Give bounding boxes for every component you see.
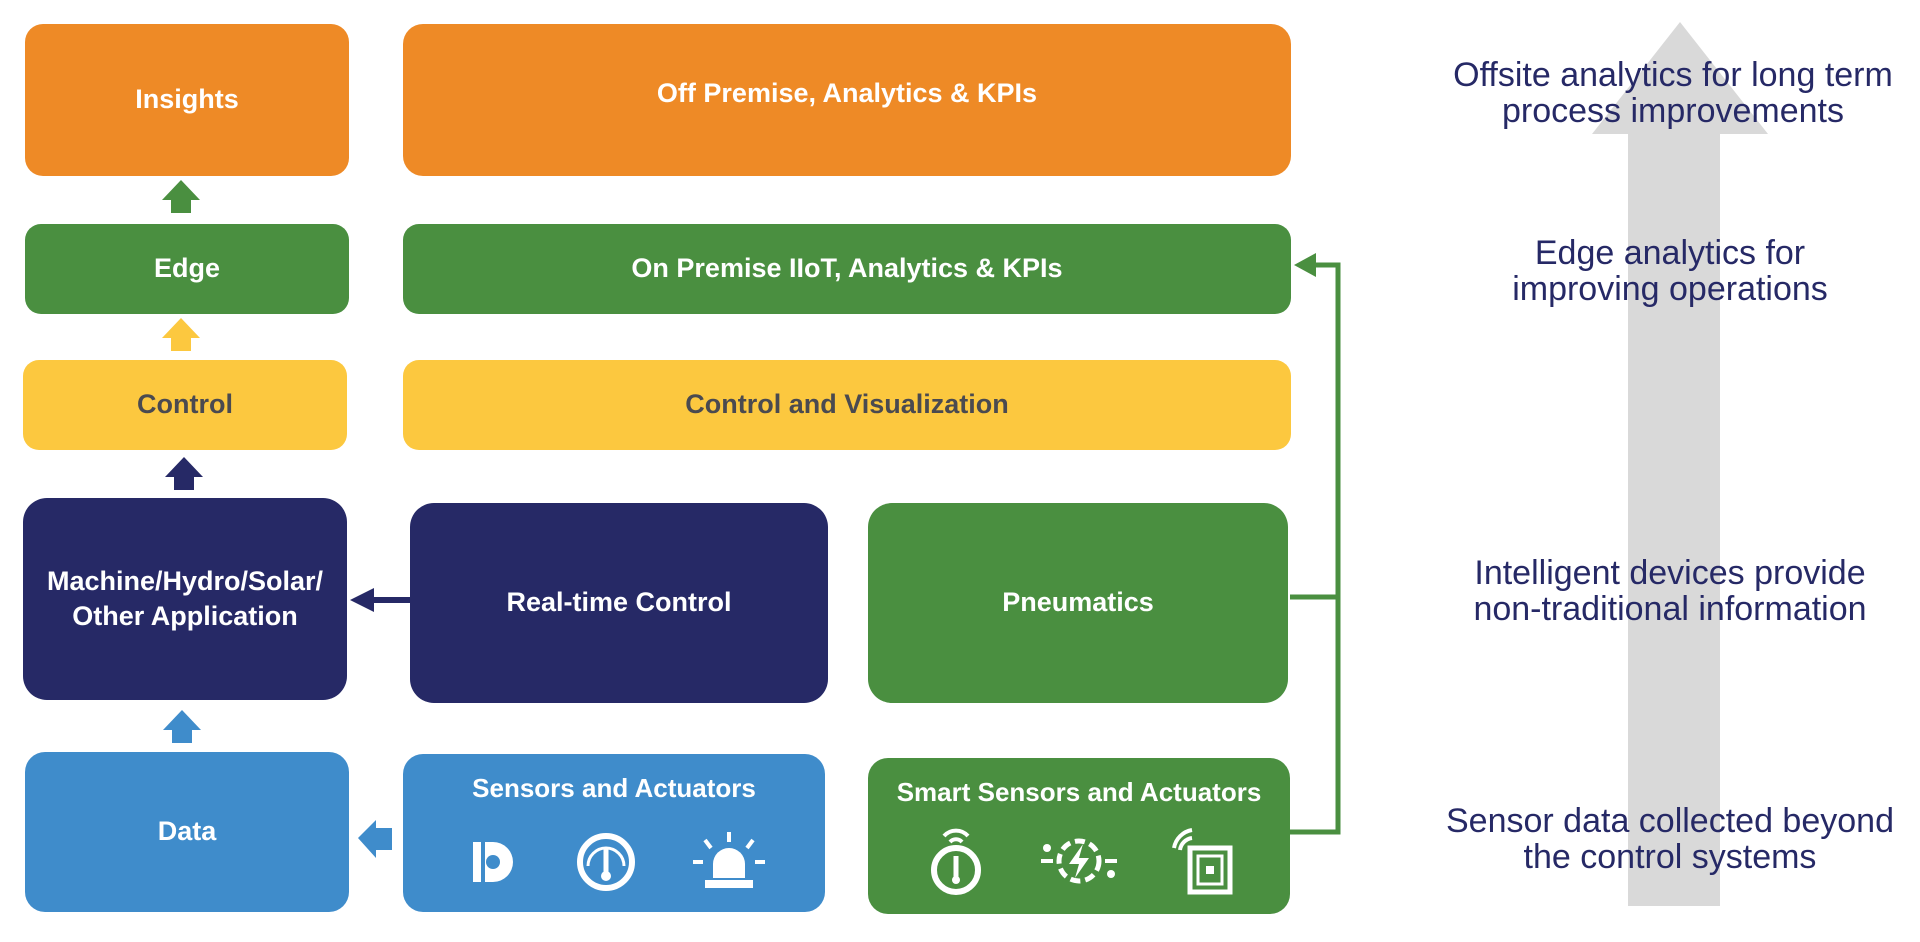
layer-application: Machine/Hydro/Solar/ Other Application (23, 498, 347, 700)
block-sensors-actuators: Sensors and Actuators (403, 754, 825, 912)
caption-edge: Edge analytics for improving operations (1512, 234, 1828, 308)
arrow-control-to-edge (162, 318, 200, 351)
layer-data-label: Data (157, 816, 217, 847)
layer-application-label: Machine/Hydro/Solar/ Other Application (46, 565, 324, 631)
alarm-beacon-icon (689, 830, 769, 894)
arrow-edge-to-insights (162, 180, 200, 213)
progression-arrow (1592, 22, 1768, 906)
rfid-tag-icon (1170, 826, 1234, 896)
arrow-data-to-application (163, 710, 201, 743)
caption-intelligent: Intelligent devices provide non-traditio… (1473, 554, 1867, 628)
block-smart-sensors-actuators: Smart Sensors and Actuators (868, 758, 1290, 914)
smart-sensors-connector (1290, 262, 1341, 835)
on-premise-arrowhead (1294, 253, 1316, 277)
bar-on-premise: On Premise IIoT, Analytics & KPIs (403, 224, 1291, 314)
caption-sensor-data: Sensor data collected beyond the control… (1446, 802, 1894, 876)
layer-edge: Edge (25, 224, 349, 314)
arrow-application-to-control (165, 457, 203, 490)
bar-control-visualization: Control and Visualization (403, 360, 1291, 450)
sensors-to-data-arrow (358, 820, 392, 858)
wireless-gauge-icon (924, 826, 988, 896)
block-pneumatics-label: Pneumatics (1002, 587, 1154, 618)
layer-insights: Insights (25, 24, 349, 176)
layer-control: Control (23, 360, 347, 450)
bar-off-premise-label: Off Premise, Analytics & KPIs (656, 78, 1038, 108)
layer-insights-label: Insights (135, 84, 239, 115)
block-realtime-control: Real-time Control (410, 503, 828, 703)
bar-control-visualization-label: Control and Visualization (685, 389, 1009, 420)
block-pneumatics: Pneumatics (868, 503, 1288, 703)
smart-energy-icon (1039, 826, 1119, 896)
realtime-arrowhead (350, 588, 374, 612)
block-sensors-actuators-label: Sensors and Actuators (472, 773, 756, 803)
layer-edge-label: Edge (153, 253, 220, 284)
block-realtime-control-label: Real-time Control (506, 587, 732, 618)
caption-offsite: Offsite analytics for long term process … (1453, 56, 1893, 130)
bar-on-premise-label: On Premise IIoT, Analytics & KPIs (631, 253, 1063, 284)
layer-control-label: Control (137, 389, 233, 420)
block-smart-sensors-actuators-label: Smart Sensors and Actuators (896, 777, 1262, 807)
bar-off-premise: Off Premise, Analytics & KPIs (403, 24, 1291, 176)
proximity-sensor-icon (459, 830, 523, 894)
gauge-icon (574, 830, 638, 894)
layer-data: Data (25, 752, 349, 912)
